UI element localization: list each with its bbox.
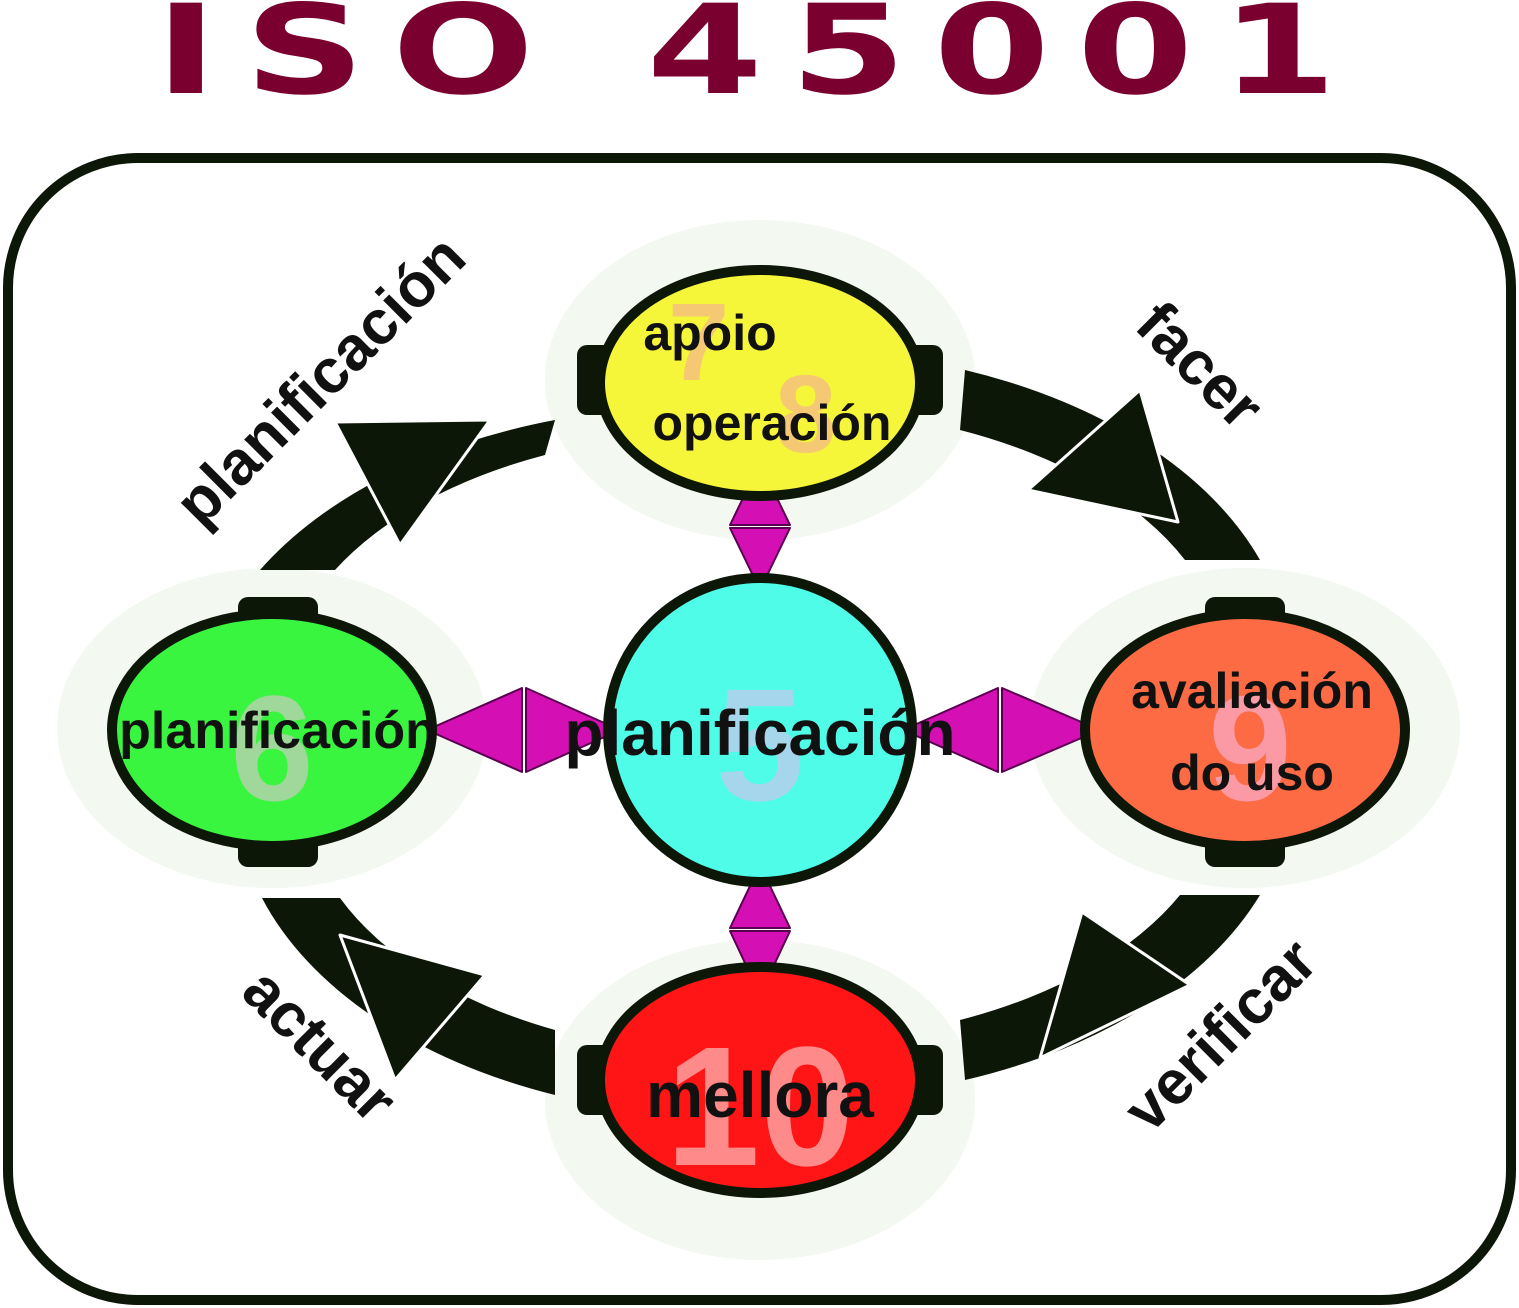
node-number: 7 (668, 281, 729, 404)
node-planning-center: 5 planificación (564, 573, 956, 887)
node-label: mellora (646, 1059, 874, 1131)
node-improvement: 10 mellora (595, 962, 925, 1202)
connector-right-out (902, 687, 999, 773)
node-label: planificación (564, 697, 955, 769)
connector-bottom-up (729, 864, 791, 929)
node-number: 8 (775, 353, 836, 476)
connector-right-in (1001, 687, 1101, 773)
arrowhead-bottom-right (1038, 910, 1192, 1060)
arrowhead-top-right (1026, 388, 1180, 524)
arrowhead-top-left (333, 418, 492, 547)
node-label: avaliación (1131, 663, 1373, 719)
diagram-title: ISO 45001 (155, 0, 1364, 123)
node-number: 6 (230, 664, 313, 832)
node-number: 5 (716, 655, 805, 834)
node-label: do uso (1170, 745, 1334, 801)
arrowhead-bottom-left (338, 933, 487, 1082)
node-number: 9 (1208, 664, 1291, 832)
node-planning-left: 6 planificación (107, 609, 437, 851)
connector-left-out (426, 687, 523, 773)
node-label: operación (653, 395, 892, 451)
node-label: apoio (643, 305, 776, 361)
connector-top-down (729, 527, 791, 591)
node-support-operation: 7 8 apoio operación (595, 265, 925, 501)
node-label: planificación (119, 702, 437, 760)
connector-left-in (525, 687, 621, 773)
cycle-arrowheads (333, 388, 1192, 1082)
node-performance-evaluation: 9 avaliación do uso (1080, 609, 1410, 851)
node-number: 10 (665, 1012, 854, 1202)
